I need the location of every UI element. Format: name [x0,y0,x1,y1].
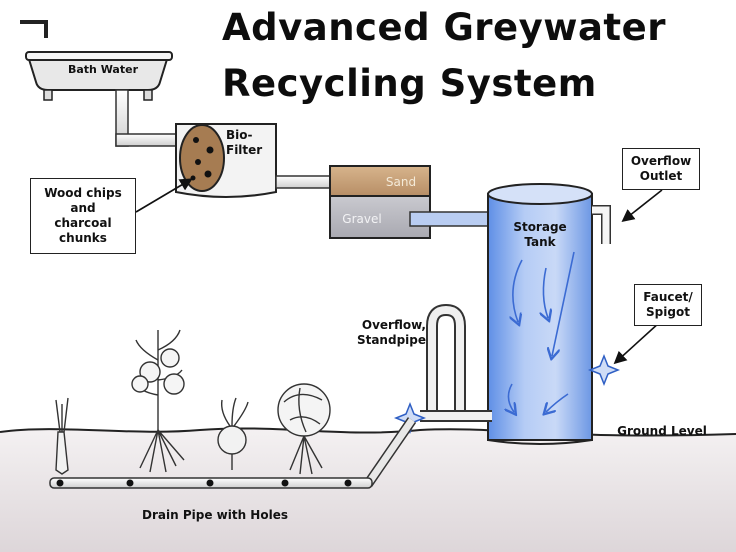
overflow-outlet-callout: Overflow Outlet [622,148,700,190]
carrot-plant [55,397,69,475]
overflow-standpipe-line-1: Overflow, [361,318,426,332]
overflow-standpipe-line-2: Standpipe [356,333,426,347]
junction-icon [393,401,427,435]
storage-tank-label: Storage Tank [500,220,580,250]
pipe-bath-to-biofilter [115,89,183,147]
sand-gravel-filter [329,165,431,239]
pipe-filter-to-tank [409,211,493,227]
spigot-icon [587,353,621,387]
overflow-outlet-line-1: Overflow [630,154,692,168]
wood-chips-callout: Wood chips and charcoal chunks [30,178,136,254]
storage-tank-label-line-2: Tank [524,235,556,249]
faucet-callout: Faucet/ Spigot [634,284,702,326]
pipe-biofilter-to-sand [275,175,335,189]
overflow-standpipe [420,303,492,422]
drain-pipe [49,417,417,489]
storage-tank-label-line-1: Storage [513,220,567,234]
bio-filter-label-line-1: Bio- [226,128,253,142]
wood-chips-line-3: charcoal [54,216,112,230]
faucet-line-1: Faucet/ [643,290,693,304]
bio-filter [175,123,277,198]
bio-filter-label-line-2: Filter [226,143,263,157]
cabbage-plant [277,383,331,475]
bath-water-label: Bath Water [67,63,139,76]
title-line-1: Advanced Greywater [222,6,666,49]
sand-label: Sand [385,175,417,189]
overflow-outlet-label: Overflow Outlet [631,154,691,184]
gravel-label: Gravel [342,212,382,226]
storage-tank [487,183,593,445]
ground [0,428,736,552]
callout-arrows [135,178,663,365]
drain-pipe-label: Drain Pipe with Holes [142,508,288,522]
overflow-outlet-line-2: Outlet [639,169,683,183]
ground-level-label: Ground Level [617,424,707,438]
wood-chips-line-4: chunks [59,231,107,245]
title-line-2: Recycling System [222,62,597,105]
bathtub [25,51,173,101]
tomato-plant [131,329,185,473]
bath-faucet [20,20,48,38]
beet-plant [217,397,249,470]
overflow-standpipe-label: Overflow, Standpipe [346,318,426,348]
wood-chips-line-1: Wood chips [44,186,122,200]
bio-filter-label: Bio- Filter [226,128,270,158]
wood-chips-label: Wood chips and charcoal chunks [44,186,122,246]
water-flow-arrows [508,251,575,412]
wood-chips-line-2: and [70,201,96,215]
faucet-label: Faucet/ Spigot [643,290,693,320]
faucet-line-2: Spigot [646,305,690,319]
